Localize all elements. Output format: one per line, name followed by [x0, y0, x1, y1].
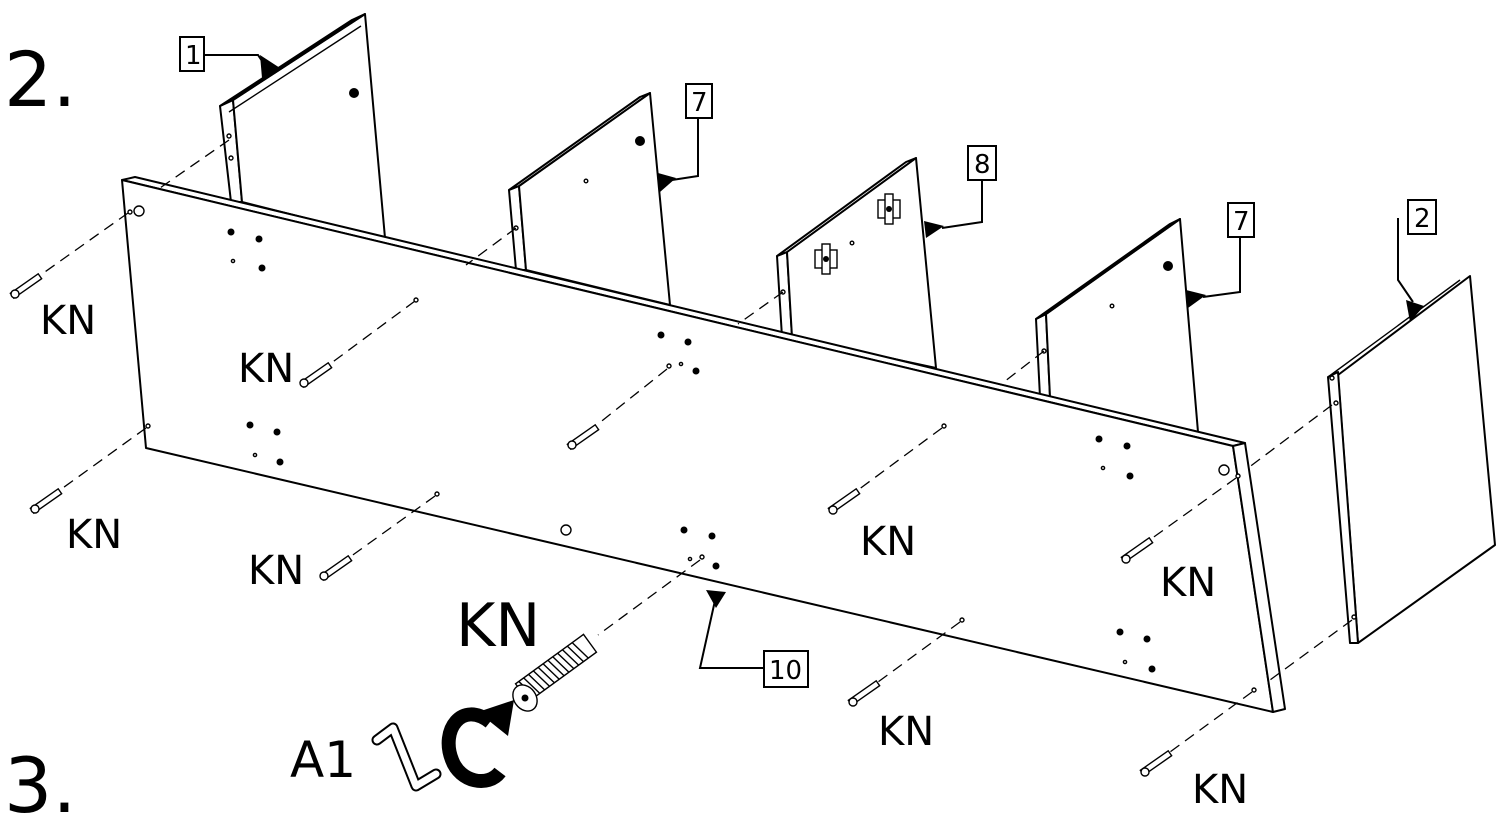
hole-cluster-top-middle	[657, 331, 700, 375]
kn-screw	[566, 368, 668, 451]
kn-screw	[1120, 477, 1237, 564]
rotate-clockwise-icon	[441, 700, 514, 788]
kn-screw	[1139, 691, 1253, 777]
kn-label: KN	[1160, 560, 1216, 606]
leader-7-left: 7	[658, 83, 713, 192]
leader-8: 8	[924, 145, 997, 238]
part-tag-8: 8	[974, 150, 991, 180]
hole-cluster-bottom-left	[246, 421, 284, 466]
kn-label: KN	[878, 709, 934, 755]
kn-screw	[827, 427, 943, 515]
a1-label: A1	[290, 731, 356, 789]
step-number-3: 3.	[4, 741, 77, 817]
kn-label: KN	[860, 519, 916, 565]
kn-screw	[847, 621, 961, 707]
part-tag-7-right: 7	[1233, 207, 1250, 237]
kn-label: KN	[238, 346, 294, 392]
kn-screw	[29, 427, 147, 515]
kn-label: KN	[40, 298, 96, 344]
panel-alignment-lines	[159, 139, 1353, 681]
panel-8	[776, 157, 937, 369]
hole-cluster-top-right	[1095, 435, 1134, 480]
kn-screw-detail	[512, 559, 701, 712]
kn-label-large: KN	[456, 591, 540, 661]
panel-1	[219, 13, 386, 239]
hinge-plate-right	[877, 193, 901, 225]
leader-7-right: 7	[1186, 202, 1255, 308]
panel-10-back-board	[121, 176, 1286, 713]
panel-7-left	[508, 92, 671, 306]
kn-label: KN	[66, 512, 122, 558]
part-tag-7-left: 7	[691, 88, 708, 118]
panel-2	[1327, 275, 1496, 644]
hole-cluster-bottom-right	[1116, 628, 1156, 673]
kn-screw	[319, 495, 436, 582]
kn-label: KN	[248, 548, 304, 594]
allen-key-icon	[371, 722, 442, 792]
step-number-2: 2.	[4, 35, 77, 124]
kn-screw	[299, 300, 416, 389]
leader-1: 1	[179, 36, 280, 78]
hole-cluster-bottom-middle	[680, 526, 720, 570]
leader-2: 2	[1397, 199, 1437, 322]
kn-screws	[9, 212, 1253, 777]
kn-screw	[9, 212, 129, 300]
part-tag-1: 1	[185, 41, 202, 71]
leader-10: 10	[698, 590, 809, 688]
hole-cluster-top-left	[227, 228, 266, 272]
part-tag-2: 2	[1414, 204, 1431, 234]
hinge-plate-left	[814, 243, 838, 275]
part-tag-10: 10	[769, 656, 802, 686]
kn-label: KN	[1192, 767, 1248, 813]
